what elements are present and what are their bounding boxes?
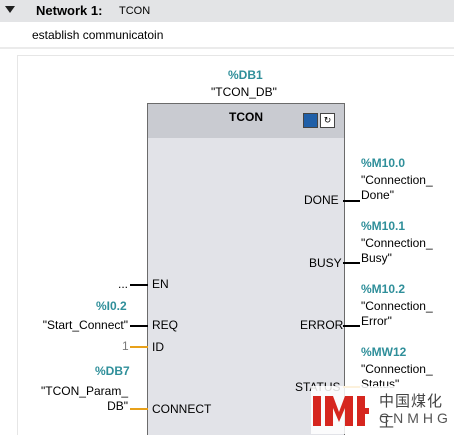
watermark-logo: 中国煤化工 CNMHG: [311, 386, 454, 434]
network-comment-text[interactable]: establish communicatoin: [32, 28, 164, 42]
wire-id: [130, 346, 148, 348]
comment-divider: [0, 47, 454, 49]
wire-connect: [130, 408, 148, 410]
block-view-icon[interactable]: ↻: [320, 113, 335, 128]
error-address[interactable]: %M10.2: [361, 282, 406, 296]
block-info-icon[interactable]: [303, 113, 318, 128]
done-symbol-line2[interactable]: Done": [361, 188, 394, 202]
network-title[interactable]: TCON: [119, 5, 151, 17]
collapse-arrow-icon[interactable]: [5, 6, 15, 13]
instance-db-address[interactable]: %DB1: [228, 68, 263, 82]
wire-req: [130, 325, 148, 327]
req-address[interactable]: %I0.2: [96, 299, 127, 313]
pin-id: ID: [152, 340, 164, 354]
block-type-title: TCON: [229, 110, 263, 124]
done-address[interactable]: %M10.0: [361, 156, 406, 170]
pin-error: ERROR: [300, 318, 344, 332]
wire-error: [343, 325, 360, 327]
pin-en: EN: [152, 277, 169, 291]
en-operand[interactable]: ...: [117, 277, 128, 291]
busy-address[interactable]: %M10.1: [361, 219, 406, 233]
req-symbol[interactable]: "Start_Connect": [42, 318, 128, 332]
pin-done: DONE: [304, 193, 339, 207]
error-symbol-line2[interactable]: Error": [361, 314, 392, 328]
busy-symbol-line1[interactable]: "Connection_: [361, 236, 433, 250]
pin-busy: BUSY: [309, 256, 342, 270]
tcon-function-block[interactable]: TCON ↻: [147, 103, 345, 435]
watermark-en-text: CNMHG: [379, 410, 452, 426]
connect-address[interactable]: %DB7: [95, 364, 130, 378]
busy-symbol-line2[interactable]: Busy": [361, 251, 392, 265]
pin-connect: CONNECT: [152, 402, 212, 416]
network-label: Network 1:: [36, 3, 103, 18]
connect-symbol-line1[interactable]: "TCON_Param_: [41, 384, 128, 398]
block-header: TCON ↻: [148, 104, 344, 138]
status-address[interactable]: %MW12: [361, 345, 407, 359]
error-symbol-line1[interactable]: "Connection_: [361, 299, 433, 313]
pin-req: REQ: [152, 318, 179, 332]
done-symbol-line1[interactable]: "Connection_: [361, 173, 433, 187]
wire-busy: [343, 262, 360, 264]
watermark-cn-text: 中国煤化工: [379, 392, 444, 431]
wire-en: [130, 284, 148, 286]
network-header[interactable]: Network 1: TCON: [0, 0, 454, 22]
id-constant[interactable]: 1: [122, 339, 129, 353]
status-symbol-line1[interactable]: "Connection_: [361, 362, 433, 376]
instance-db-name[interactable]: "TCON_DB": [211, 85, 277, 99]
connect-symbol-line2[interactable]: DB": [107, 399, 128, 413]
wire-done: [343, 200, 360, 202]
network-comment[interactable]: establish communicatoin: [0, 22, 454, 48]
watermark-mark-icon: [313, 396, 369, 426]
